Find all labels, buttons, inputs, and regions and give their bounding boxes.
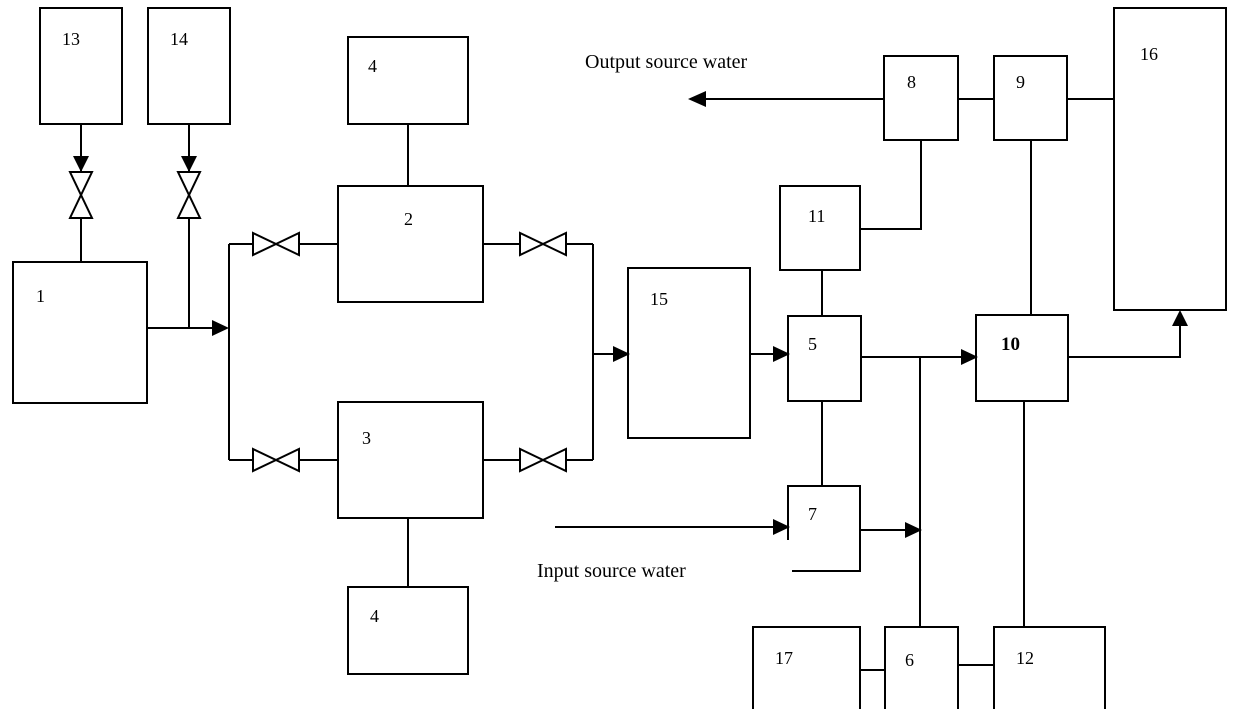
block-9-label: 9 xyxy=(1016,72,1025,92)
block-14: 14 xyxy=(147,7,231,125)
arrow-to-16 xyxy=(1172,310,1188,326)
connection-lines xyxy=(80,98,1181,671)
block-17: 17 xyxy=(752,626,861,709)
block-7: 7 xyxy=(787,485,861,572)
arrow-14-down xyxy=(181,156,197,172)
valve-2-inlet-icon xyxy=(252,231,300,257)
block-2-label: 2 xyxy=(404,209,413,229)
block-7-label: 7 xyxy=(808,504,817,524)
input-source-water-caption: Input source water xyxy=(537,560,686,582)
arrow-to-7 xyxy=(773,519,790,535)
arrow-to-10 xyxy=(961,349,978,365)
valves xyxy=(68,171,567,473)
valve-13-icon xyxy=(68,171,94,219)
arrow-output xyxy=(688,91,706,107)
block-10-label: 10 xyxy=(1001,334,1020,355)
arrow-to-5 xyxy=(773,346,790,362)
valve-3-inlet-icon xyxy=(252,447,300,473)
block-4-top-label: 4 xyxy=(368,56,377,76)
block-14-label: 14 xyxy=(170,29,188,49)
block-12: 12 xyxy=(993,626,1106,709)
block-17-label: 17 xyxy=(775,648,793,668)
arrow-13-down xyxy=(73,156,89,172)
block-15: 15 xyxy=(627,267,751,439)
arrowheads xyxy=(73,91,1188,538)
block-6: 6 xyxy=(884,626,959,709)
block-6-label: 6 xyxy=(905,650,914,670)
valve-3-outlet-icon xyxy=(519,447,567,473)
block-4-top: 4 xyxy=(347,36,469,125)
block-15-label: 15 xyxy=(650,289,668,309)
arrow-to-15 xyxy=(613,346,630,362)
block-8-label: 8 xyxy=(907,72,916,92)
block-9: 9 xyxy=(993,55,1068,141)
block-3: 3 xyxy=(337,401,484,519)
block-1-label: 1 xyxy=(36,286,45,306)
block-1: 1 xyxy=(12,261,148,404)
block-8: 8 xyxy=(883,55,959,141)
valve-2-outlet-icon xyxy=(519,231,567,257)
block-16-label: 16 xyxy=(1140,44,1158,64)
block-11: 11 xyxy=(779,185,861,271)
block-2: 2 xyxy=(337,185,484,303)
block-3-label: 3 xyxy=(362,428,371,448)
block-5: 5 xyxy=(787,315,862,402)
block-5-label: 5 xyxy=(808,334,817,354)
block-13: 13 xyxy=(39,7,123,125)
block-4-bottom: 4 xyxy=(347,586,469,675)
block-13-label: 13 xyxy=(62,29,80,49)
block-16: 16 xyxy=(1113,7,1227,311)
block-12-label: 12 xyxy=(1016,648,1034,668)
valve-14-icon xyxy=(176,171,202,219)
block-11-label: 11 xyxy=(808,206,825,226)
arrow-7-to-bus xyxy=(905,522,922,538)
arrow-to-manifold xyxy=(212,320,229,336)
block-10: 10 xyxy=(975,314,1069,402)
output-source-water-caption: Output source water xyxy=(585,51,748,73)
block-4-bottom-label: 4 xyxy=(370,606,379,626)
